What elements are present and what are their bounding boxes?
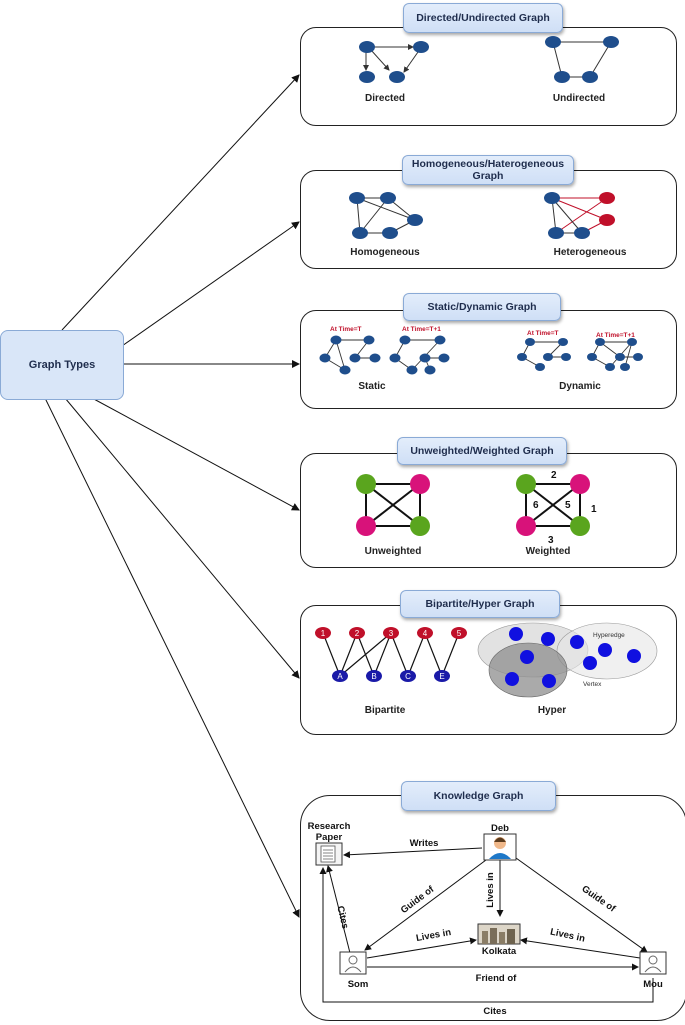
unweighted-label: Unweighted: [364, 546, 422, 557]
homogeneous-label: Homogeneous: [350, 247, 420, 258]
arrow-to-directed: [61, 74, 300, 331]
arrow-to-bipartite: [64, 397, 300, 679]
dynamic-label: Dynamic: [559, 381, 601, 392]
homogeneous-title: Homogeneous/Haterogeneous Graph: [402, 155, 574, 185]
directed-label: Directed: [364, 93, 406, 104]
weighted-title-text: Unweighted/Weighted Graph: [410, 445, 554, 457]
heterogeneous-label: Heterogeneous: [553, 247, 627, 258]
bipartite-hyper-title-text: Bipartite/Hyper Graph: [425, 598, 535, 610]
bipartite-label: Bipartite: [364, 705, 406, 716]
directed-undirected-title: Directed/Undirected Graph: [403, 3, 563, 33]
undirected-label: Undirected: [552, 93, 606, 104]
arrow-to-knowledge: [44, 397, 300, 918]
weighted-title: Unweighted/Weighted Graph: [397, 437, 567, 465]
knowledge-graph-title: Knowledge Graph: [401, 781, 556, 811]
bipartite-hyper-panel: [300, 605, 677, 735]
weighted-label: Weighted: [525, 546, 571, 557]
weighted-panel: [300, 453, 677, 568]
directed-undirected-title-text: Directed/Undirected Graph: [416, 12, 550, 24]
knowledge-graph-panel: [300, 795, 685, 1021]
directed-undirected-panel: [300, 27, 677, 126]
arrow-to-homogeneous: [121, 221, 300, 347]
static-dynamic-title-text: Static/Dynamic Graph: [427, 301, 537, 313]
knowledge-graph-title-text: Knowledge Graph: [433, 790, 524, 802]
graph-types-hub: Graph Types: [0, 330, 124, 400]
bipartite-hyper-title: Bipartite/Hyper Graph: [400, 590, 560, 618]
static-dynamic-panel: [300, 310, 677, 409]
homogeneous-title-text: Homogeneous/Haterogeneous Graph: [411, 158, 565, 182]
static-dynamic-title: Static/Dynamic Graph: [403, 293, 561, 321]
hub-label: Graph Types: [28, 359, 96, 371]
hyper-label: Hyper: [537, 705, 567, 716]
static-label: Static: [358, 381, 386, 392]
arrow-to-weighted: [91, 397, 300, 511]
